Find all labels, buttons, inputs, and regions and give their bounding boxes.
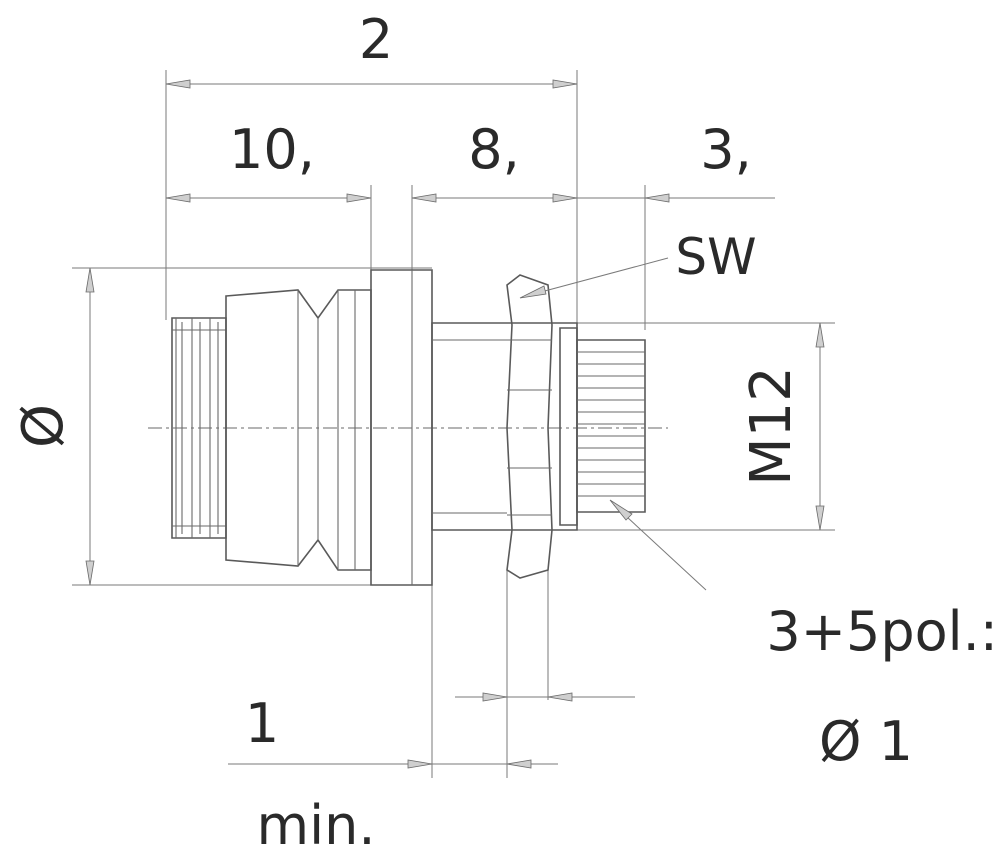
pin-diameter-label: Ø 1 (819, 710, 913, 773)
thread-size-label: M12 (739, 366, 804, 486)
body-length-label: 10, (229, 118, 315, 181)
dimension-lines (85, 79, 825, 769)
pin-count-label: 3+5pol.: (766, 600, 998, 663)
extension-lines (72, 70, 835, 778)
diameter-label: Ø (11, 404, 76, 448)
leader-lines (519, 257, 707, 591)
min-text-label: min. (257, 794, 376, 848)
thread-length-label: 3, (700, 118, 752, 181)
wrench-size-label: SW (675, 228, 756, 286)
connector-body (171, 269, 646, 586)
min-value-label: 1 (245, 692, 279, 755)
overall-length-label: 2 (359, 8, 393, 71)
middle-length-label: 8, (468, 118, 520, 181)
